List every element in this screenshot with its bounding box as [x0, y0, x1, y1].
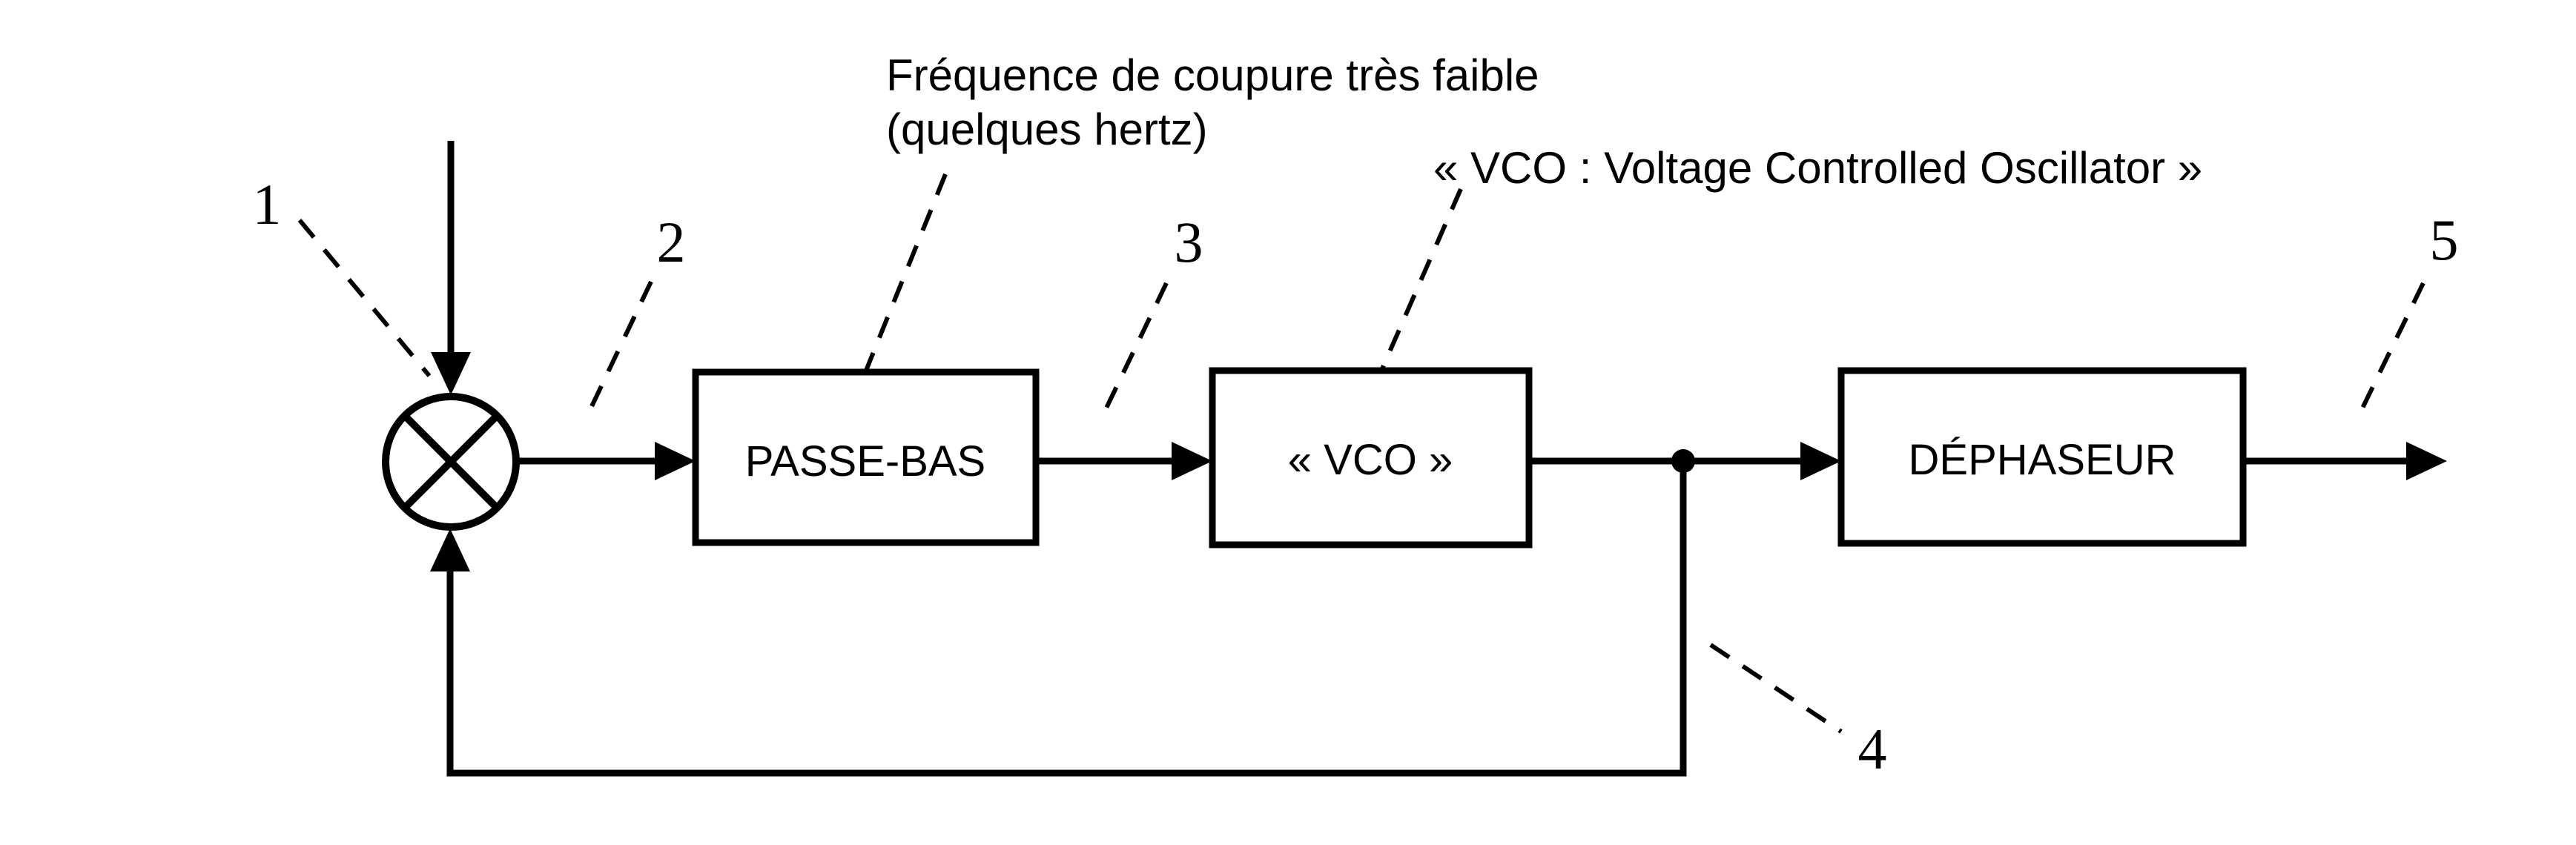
marker-1: 1 — [253, 172, 282, 236]
marker-3: 3 — [1175, 210, 1203, 274]
passe-bas-box — [692, 368, 1040, 546]
leader-line-marker-3 — [1099, 282, 1169, 420]
leader-line-marker-2 — [584, 280, 653, 420]
vco-box — [1209, 367, 1533, 549]
arrowhead-into-passebas — [655, 442, 696, 480]
arrowhead-into-dephaseur — [1800, 442, 1841, 480]
output-arrowhead — [2406, 442, 2447, 480]
block-passe-bas: PASSE-BAS — [692, 368, 1040, 546]
block-vco: « VCO » — [1209, 367, 1533, 549]
dephaseur-label: DÉPHASEUR — [1909, 436, 2176, 484]
block-dephaseur: DÉPHASEUR — [1837, 367, 2247, 547]
passe-bas-label: PASSE-BAS — [745, 437, 986, 486]
feedback-wire — [446, 467, 1687, 777]
vco-label: « VCO » — [1288, 436, 1453, 484]
mixer-x-stroke-2 — [402, 413, 500, 511]
cutoff-annotation-line1: Fréquence de coupure très faible — [886, 50, 1539, 100]
marker-2: 2 — [657, 210, 686, 274]
leader-line-vco-annotation — [1371, 188, 1463, 391]
leader-line-cutoff-annotation — [856, 173, 948, 392]
marker-5: 5 — [2430, 208, 2459, 272]
arrowhead-into-vco — [1172, 442, 1212, 480]
leader-line-marker-1 — [297, 219, 432, 377]
vco-definition-annotation: « VCO : Voltage Controlled Oscillator » — [1433, 143, 2202, 193]
mixer-symbol — [382, 393, 520, 531]
leader-line-marker-4 — [1709, 643, 1843, 734]
feedback-arrowhead-into-mixer — [430, 528, 470, 571]
cutoff-annotation-line2: (quelques hertz) — [886, 105, 1208, 154]
junction-node — [1671, 449, 1695, 473]
leader-line-marker-5 — [2354, 282, 2425, 422]
marker-4: 4 — [1858, 717, 1887, 781]
input-arrowhead — [431, 352, 471, 395]
dephaseur-box — [1837, 367, 2247, 547]
